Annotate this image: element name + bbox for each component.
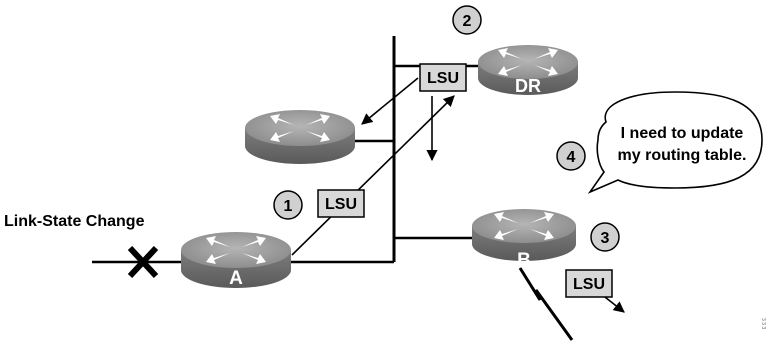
router-b: B: [472, 209, 576, 271]
lsu-box-bottom: LSU: [565, 269, 613, 298]
speech-bubble: I need to update my routing table.: [587, 91, 763, 194]
lsu-box-top: LSU: [419, 63, 467, 92]
link-failure-x-icon: [127, 245, 159, 279]
link-state-change-label: Link-State Change: [4, 213, 145, 230]
lsu-arrow-dr-to-router: [361, 77, 419, 125]
lsu-box-top-label: LSU: [427, 70, 459, 87]
router-b-label: B: [517, 250, 531, 271]
router-dr: DR: [478, 45, 578, 96]
step-1-label: 1: [284, 198, 293, 215]
side-id-text: 3 3 3: [760, 318, 766, 329]
callout-line-1: I need to update: [621, 125, 744, 142]
step-1-badge: 1: [273, 190, 303, 220]
router-a-label: A: [229, 268, 243, 289]
lsu-box-middle: LSU: [317, 189, 365, 218]
step-2-label: 2: [463, 13, 472, 30]
step-3-badge: 3: [590, 222, 620, 252]
router-a: A: [181, 232, 291, 289]
serial-link-icon: [518, 267, 574, 341]
step-2-badge: 2: [452, 5, 482, 35]
lsu-box-bottom-label: LSU: [573, 276, 605, 293]
callout-line-2: my routing table.: [618, 147, 747, 164]
step-3-label: 3: [601, 230, 610, 247]
lsu-box-middle-label: LSU: [325, 196, 357, 213]
step-4-label: 4: [567, 149, 576, 166]
step-4-badge: 4: [556, 141, 586, 171]
lsu-arrow-a-to-dr: [291, 95, 455, 256]
router-dr-label: DR: [515, 76, 541, 96]
router-unlabeled: [245, 110, 355, 164]
